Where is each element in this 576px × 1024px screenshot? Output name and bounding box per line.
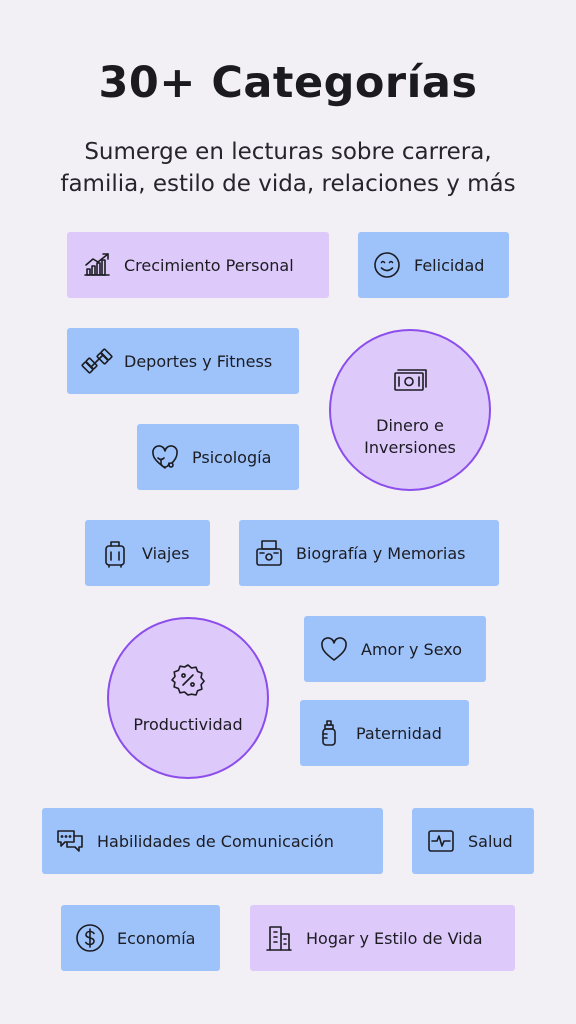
category-label: Psicología	[192, 447, 272, 467]
percent-badge-icon	[168, 660, 208, 706]
subtitle-line-1: Sumerge en lecturas sobre carrera,	[84, 139, 492, 165]
page-title: 30+ Categorías	[98, 58, 478, 108]
category-label: Dinero e Inversiones	[364, 415, 456, 459]
category-amor-sexo[interactable]: Amor y Sexo	[304, 616, 486, 682]
buildings-icon	[262, 921, 296, 955]
category-label: Salud	[468, 831, 513, 851]
category-label: Economía	[117, 928, 196, 948]
heartbeat-monitor-icon	[424, 824, 458, 858]
category-felicidad[interactable]: Felicidad	[358, 232, 509, 298]
category-label: Amor y Sexo	[361, 639, 463, 659]
growth-chart-icon	[80, 248, 114, 282]
suitcase-icon	[98, 536, 132, 570]
subtitle-line-2: familia, estilo de vida, relaciones y má…	[60, 171, 516, 197]
category-economia[interactable]: Economía	[61, 905, 220, 971]
category-label-line-2: Inversiones	[364, 438, 456, 457]
dumbbell-icon	[80, 344, 114, 378]
dollar-circle-icon	[73, 921, 107, 955]
category-biografia-memorias[interactable]: Biografía y Memorias	[239, 520, 499, 586]
category-label: Productividad	[133, 715, 243, 734]
baby-bottle-icon	[312, 716, 346, 750]
category-productividad[interactable]: Productividad	[107, 617, 269, 779]
category-habilidades-comunicacion[interactable]: Habilidades de Comunicación	[42, 808, 383, 874]
category-dinero-inversiones[interactable]: Dinero e Inversiones	[329, 329, 491, 491]
category-crecimiento-personal[interactable]: Crecimiento Personal	[67, 232, 329, 298]
category-deportes-fitness[interactable]: Deportes y Fitness	[67, 328, 299, 394]
category-label: Biografía y Memorias	[296, 543, 466, 563]
category-label: Habilidades de Comunicación	[97, 831, 334, 851]
category-label: Felicidad	[414, 255, 485, 275]
category-psicologia[interactable]: Psicología	[137, 424, 299, 490]
category-label: Paternidad	[356, 723, 442, 743]
typewriter-icon	[252, 536, 286, 570]
category-label: Crecimiento Personal	[124, 255, 294, 275]
page-subtitle: Sumerge en lecturas sobre carrera, famil…	[0, 136, 576, 200]
heart-stethoscope-icon	[148, 440, 182, 474]
chat-bubbles-icon	[53, 824, 87, 858]
smiley-icon	[370, 248, 404, 282]
banknotes-icon	[390, 361, 430, 407]
category-viajes[interactable]: Viajes	[85, 520, 210, 586]
category-hogar-estilo-vida[interactable]: Hogar y Estilo de Vida	[250, 905, 515, 971]
category-salud[interactable]: Salud	[412, 808, 534, 874]
category-label: Viajes	[142, 543, 190, 563]
category-label: Hogar y Estilo de Vida	[306, 928, 483, 948]
category-label: Deportes y Fitness	[124, 351, 273, 371]
category-paternidad[interactable]: Paternidad	[300, 700, 469, 766]
heart-icon	[317, 632, 351, 666]
category-label-line-1: Dinero e	[376, 416, 444, 435]
